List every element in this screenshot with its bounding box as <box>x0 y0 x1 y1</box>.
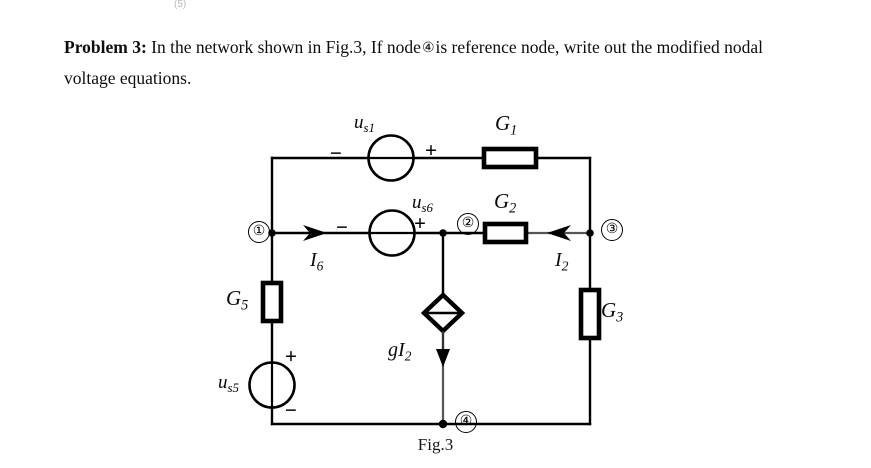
junction-dot-node3 <box>586 229 594 237</box>
source-us6-label: us6 <box>412 192 433 216</box>
junction-dot-node2 <box>439 229 447 237</box>
page-header-fragment: (5) <box>174 0 187 10</box>
current-i2-arrow <box>547 225 571 241</box>
source-us1-symbol <box>367 134 415 182</box>
current-i6-arrowhead <box>303 225 327 241</box>
conductance-g2-box <box>482 221 529 245</box>
conductance-g3-label: G3 <box>601 298 624 326</box>
conductance-g3-box <box>578 287 602 341</box>
node-label-4: ④ <box>455 411 477 433</box>
conductance-g1-box <box>481 146 539 170</box>
source-us5-label: us5 <box>218 372 239 396</box>
conductance-g1-label: G1 <box>495 111 518 139</box>
problem-label: Problem 3: <box>64 37 147 57</box>
source-us6-plus-sign: + <box>414 211 426 235</box>
current-i2-arrowhead <box>547 225 571 241</box>
source-us6-minus-sign: − <box>336 215 348 239</box>
source-us5-plus-sign: + <box>285 344 297 368</box>
dependent-source-gi2-label: gI2 <box>388 339 412 364</box>
conductance-g5-label: G5 <box>226 286 249 314</box>
junction-dot-node1 <box>268 229 276 237</box>
current-i6-arrow <box>303 225 327 241</box>
figure-caption: Fig.3 <box>0 435 871 455</box>
conductance-g3-symbol <box>578 287 602 341</box>
problem-text-part2: is reference node, write out the modifie… <box>64 37 764 88</box>
conductance-g2-label: G2 <box>494 189 517 217</box>
source-us6-symbol <box>368 209 416 257</box>
current-i2-label: I2 <box>555 249 569 274</box>
problem-node-reference: ④ <box>421 41 435 56</box>
source-us1-plus-sign: + <box>425 138 437 162</box>
conductance-g5-box <box>260 280 284 324</box>
dependent-source-gi2-symbol <box>420 291 466 367</box>
wire-group <box>270 156 592 426</box>
problem-statement: Problem 3: In the network shown in Fig.3… <box>64 32 804 94</box>
figure-caption-text: Fig.3 <box>417 435 454 454</box>
source-us5-symbol <box>248 361 296 409</box>
source-us5-minus-sign: − <box>285 398 297 422</box>
circuit-schematic-svg <box>248 134 602 429</box>
current-i6-label: I6 <box>310 249 324 274</box>
node-label-1: ① <box>248 221 270 243</box>
node-label-2: ② <box>457 213 479 235</box>
source-us1-label: us1 <box>354 112 375 136</box>
node-label-3: ③ <box>601 219 623 241</box>
junction-dot-group <box>268 229 594 429</box>
circuit-figure: us1 − + G1 us6 − + G2 G5 us5 + − G3 gI2 … <box>0 95 871 468</box>
source-us1-minus-sign: − <box>330 141 342 165</box>
dependent-source-arrow <box>436 331 450 367</box>
conductance-g1-symbol <box>481 146 539 170</box>
problem-text-part1: In the network shown in Fig.3, If node <box>151 37 421 57</box>
dependent-source-arrow-head <box>436 349 450 367</box>
conductance-g2-symbol <box>482 221 529 245</box>
junction-dot-node4 <box>438 419 448 429</box>
conductance-g5-symbol <box>260 280 284 324</box>
